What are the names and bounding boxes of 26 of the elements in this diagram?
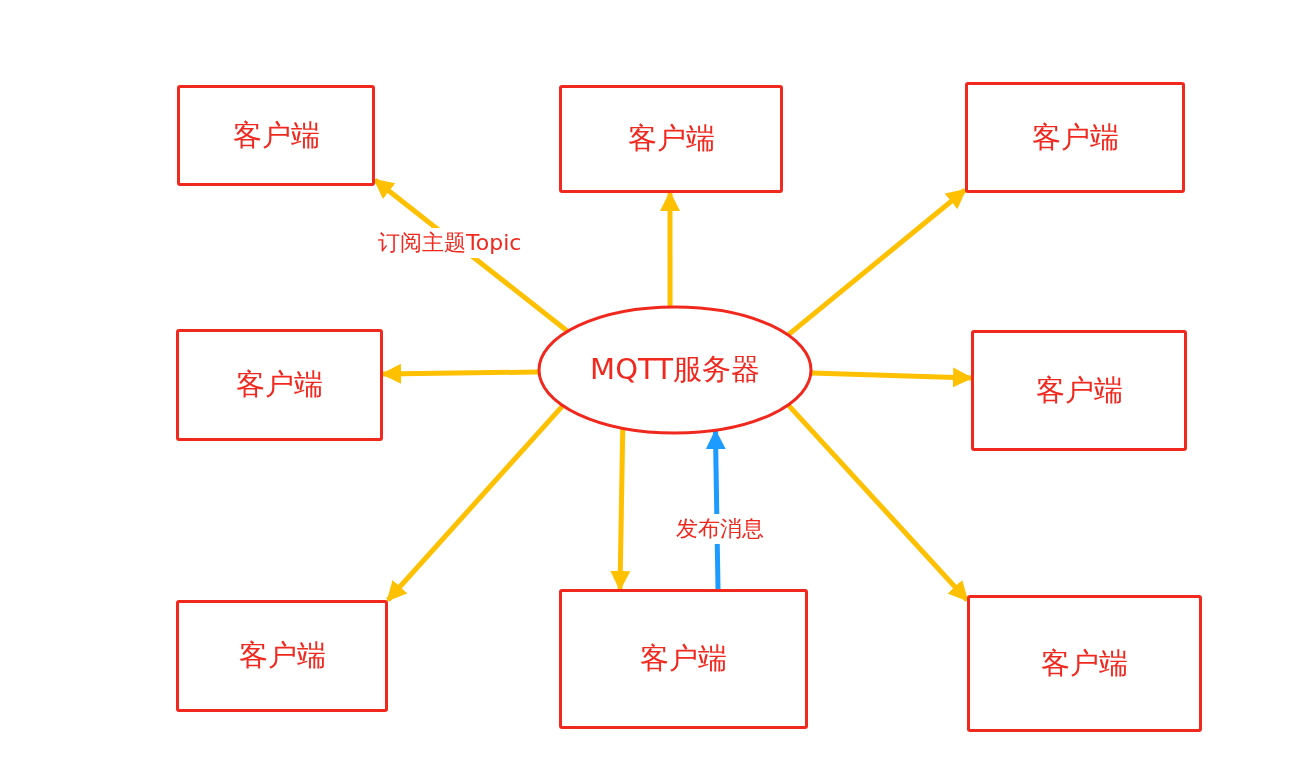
- node-label: 客户端: [238, 637, 326, 674]
- node-label: 客户端: [232, 116, 320, 154]
- node-label: 客户端: [627, 120, 715, 157]
- server-ellipse: [537, 305, 813, 435]
- node-label: MQTT服务器: [590, 351, 760, 388]
- client-box: [967, 595, 1202, 732]
- node-label: 客户端: [1041, 644, 1128, 682]
- client-box: [559, 85, 783, 193]
- arrow: [386, 404, 565, 602]
- node-label: 客户端: [236, 366, 323, 403]
- client-box: [176, 600, 388, 712]
- client-box: [177, 85, 375, 186]
- arrow: [610, 429, 631, 591]
- client-box: [559, 589, 808, 729]
- arrow: [381, 363, 539, 384]
- node-label: 客户端: [1035, 371, 1123, 409]
- edge-label: 发布消息: [674, 514, 766, 544]
- client-box: [176, 329, 383, 441]
- arrow: [811, 367, 973, 388]
- client-box: [965, 82, 1185, 193]
- client-box: [971, 330, 1187, 451]
- arrow: [786, 403, 969, 602]
- node-label: 客户端: [640, 640, 727, 677]
- arrow: [660, 191, 680, 307]
- node-label: 客户端: [1031, 118, 1119, 156]
- arrow: [787, 188, 967, 337]
